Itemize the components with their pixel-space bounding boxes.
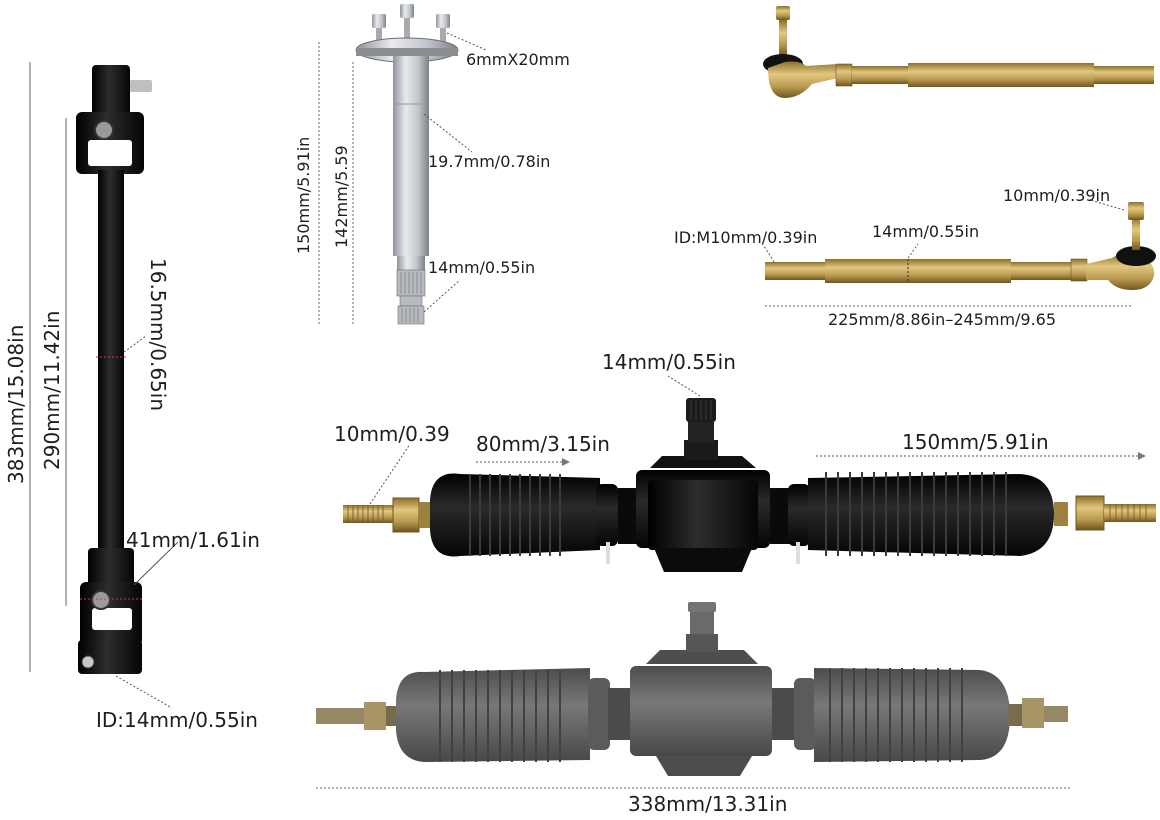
tie-rod-bottom <box>763 199 1156 307</box>
input-shaft-bolts-label: 6mmX20mm <box>466 50 570 69</box>
tie-rod-top <box>763 6 1154 98</box>
input-shaft <box>318 4 487 325</box>
shaft-joint-width-label: 41mm/1.61in <box>126 528 260 552</box>
rack-overall-length-label: 338mm/13.31in <box>628 792 788 816</box>
tie-rod-ball-stud-label: 10mm/0.39in <box>1003 186 1111 205</box>
steering-rack-ghost <box>316 602 1070 789</box>
tie-rod-inner-thread-label: ID:M10mm/0.39in <box>674 228 818 247</box>
tie-rod-length-range-label: 225mm/8.86in–245mm/9.65 <box>828 310 1057 329</box>
tie-rod-hex-label: 14mm/0.55in <box>872 222 980 241</box>
rack-short-boot-label: 80mm/3.15in <box>476 432 610 456</box>
input-shaft-length-label: 142mm/5.59 <box>332 145 351 248</box>
steering-shaft <box>29 62 179 709</box>
shaft-tube-diameter-label: 16.5mm/0.65in <box>146 258 170 411</box>
rack-pinion-spline-label: 14mm/0.55in <box>602 350 736 374</box>
shaft-overall-length-label: 383mm/15.08in <box>4 324 28 484</box>
steering-rack <box>343 375 1156 572</box>
shaft-inner-diameter-label: ID:14mm/0.55in <box>96 708 258 732</box>
input-shaft-diameter-label: 19.7mm/0.78in <box>428 152 551 171</box>
input-shaft-spline-label: 14mm/0.55in <box>428 258 536 277</box>
shaft-center-length-label: 290mm/11.42in <box>40 310 64 470</box>
rack-end-thread-label: 10mm/0.39 <box>334 422 450 446</box>
rack-long-boot-label: 150mm/5.91in <box>902 430 1049 454</box>
input-shaft-overall-length-label: 150mm/5.91in <box>294 136 313 254</box>
